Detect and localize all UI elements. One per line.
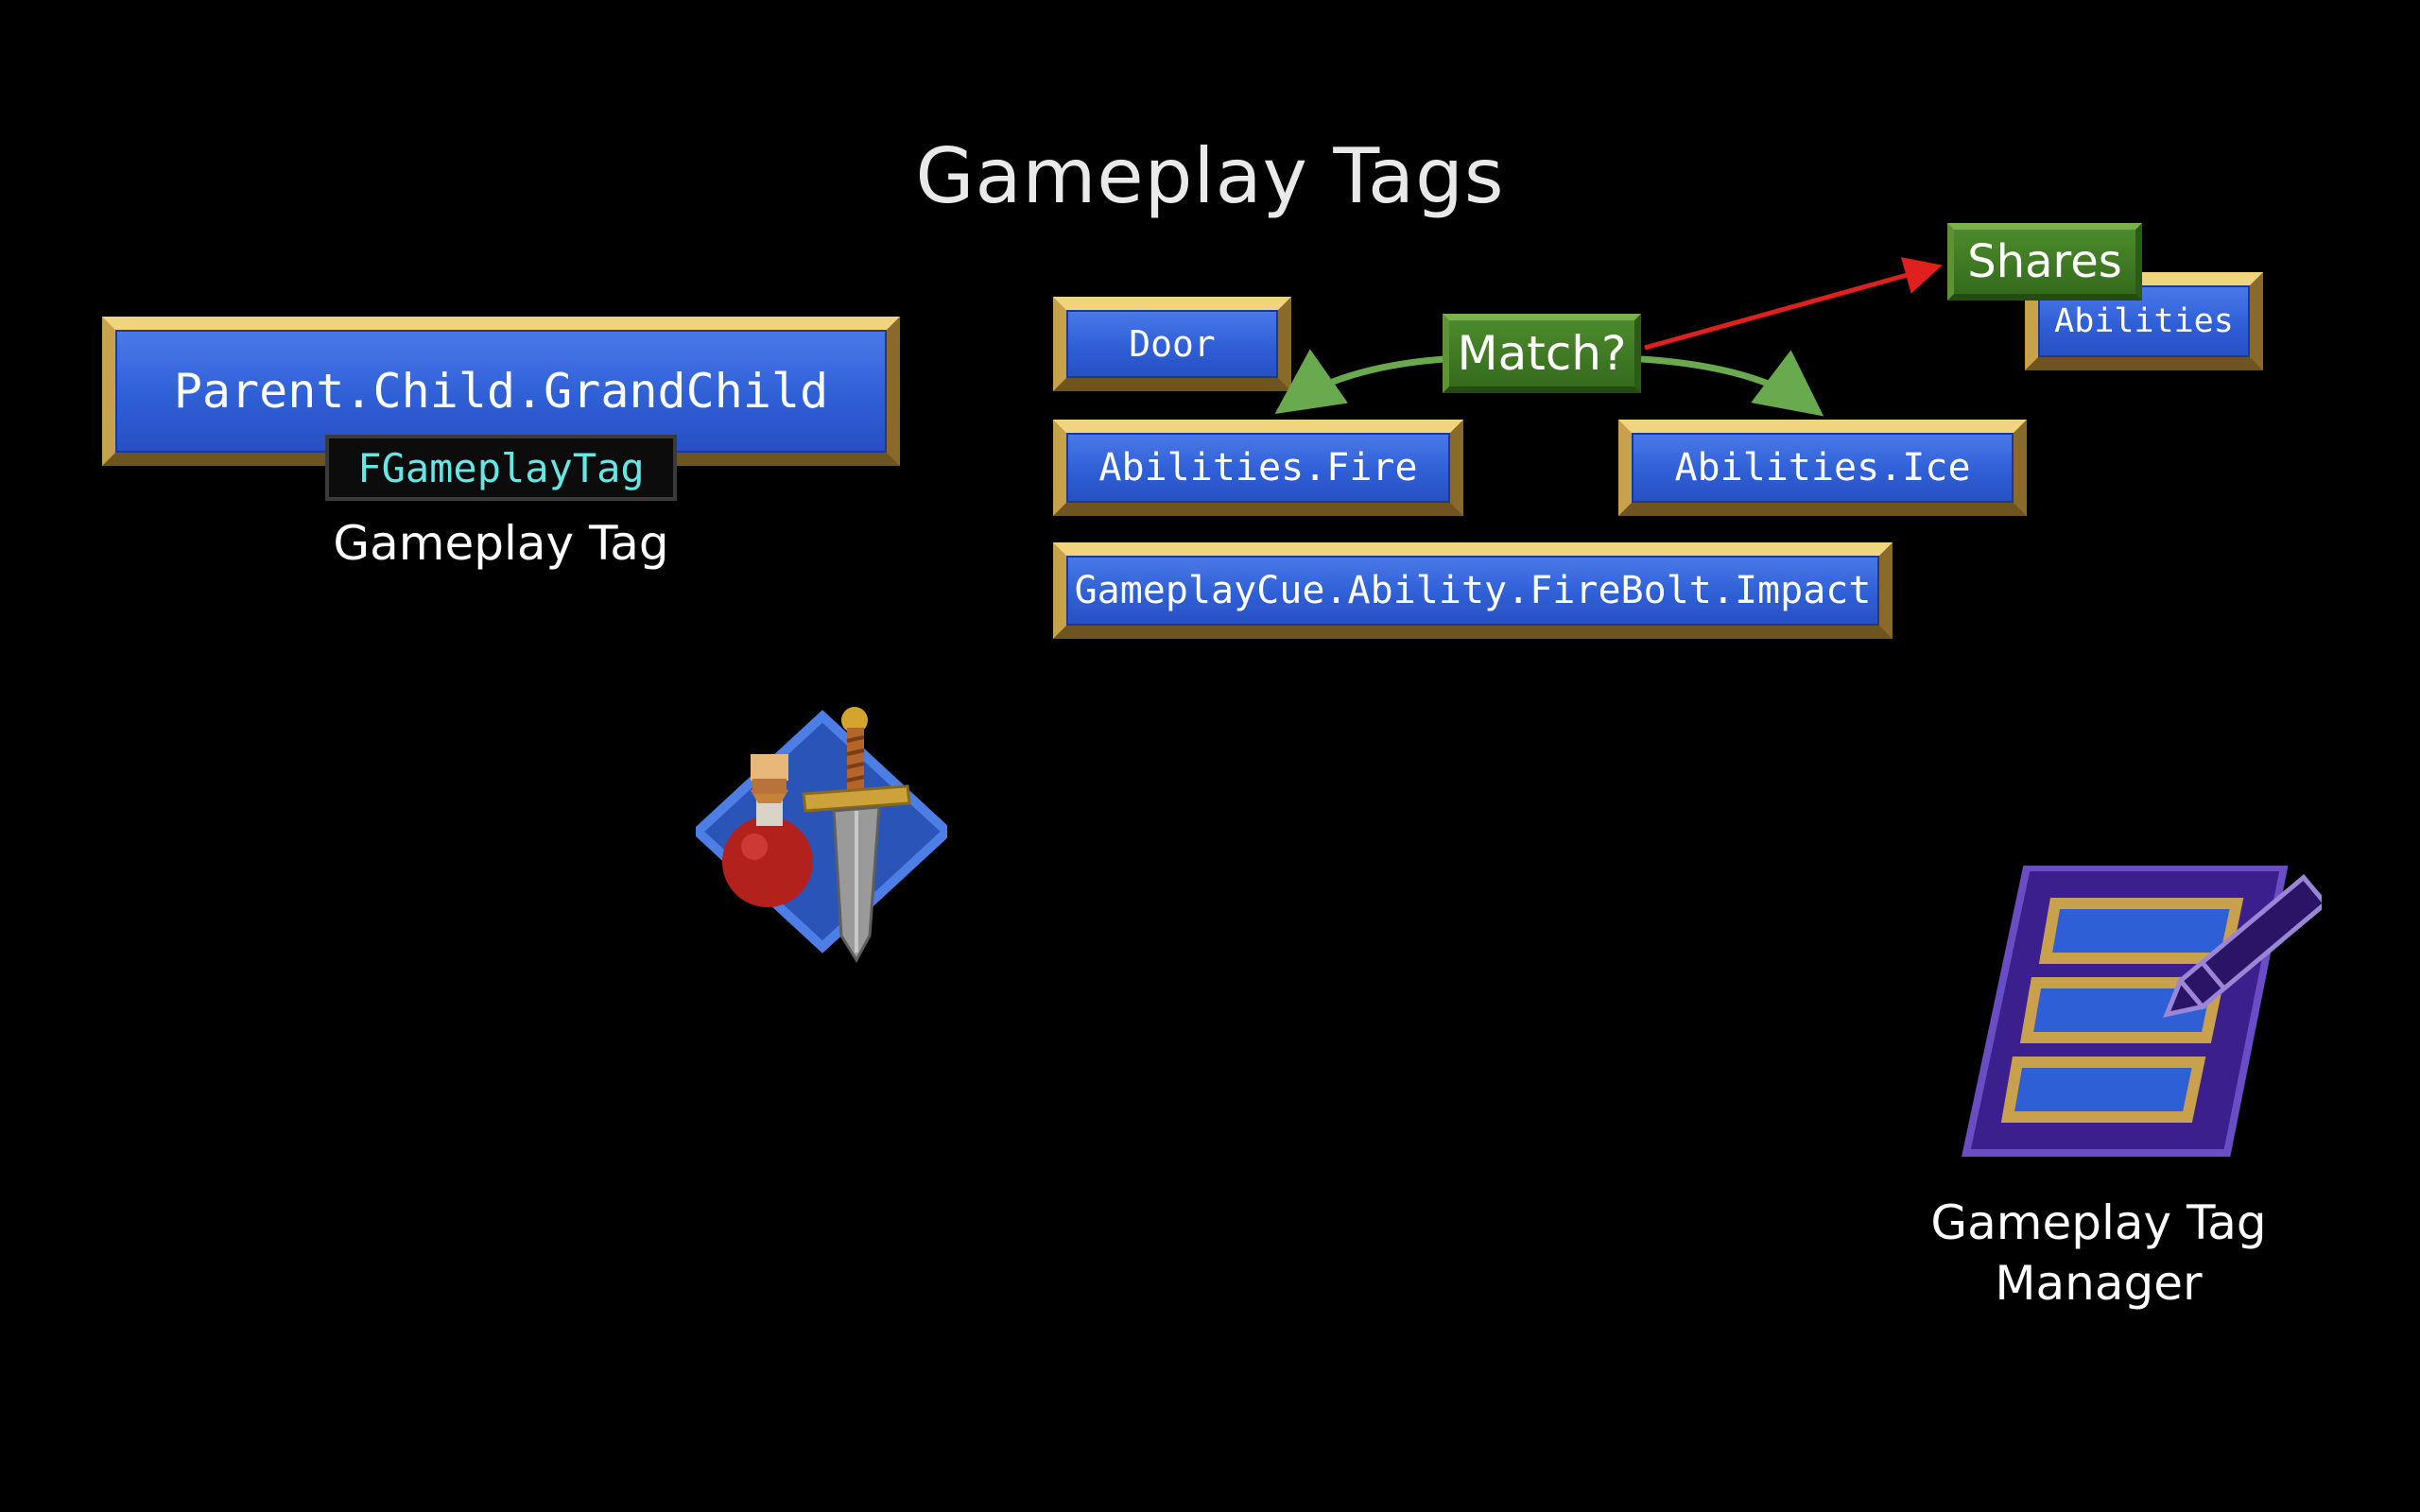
tag-example-text: Parent.Child.GrandChild (173, 364, 829, 419)
match-arrow-to-fire (1274, 349, 1445, 415)
tag-abilities-fire-text: Abilities.Fire (1098, 446, 1418, 490)
shares-label-text: Shares (1967, 235, 2122, 288)
fgameplaytag-text: FGameplayTag (357, 444, 645, 491)
tag-manager-caption-line1: Gameplay Tag (1930, 1195, 2267, 1250)
match-label: Match? (1443, 314, 1641, 393)
tag-abilities-text: Abilities (2054, 302, 2234, 340)
tag-door: Door (1053, 297, 1291, 391)
tag-manager-caption-line2: Manager (1995, 1256, 2203, 1311)
match-label-text: Match? (1457, 326, 1627, 381)
tag-gameplaycue: GameplayCue.Ability.FireBolt.Impact (1053, 542, 1893, 639)
shares-label: Shares (1947, 223, 2142, 301)
tag-manager-caption: Gameplay Tag Manager (1891, 1193, 2307, 1314)
tag-abilities-ice-text: Abilities.Ice (1674, 446, 1971, 490)
slide-title: Gameplay Tags (915, 132, 1505, 220)
tag-example-box: Parent.Child.GrandChild (102, 317, 900, 466)
tag-manager-icon (1962, 866, 2322, 1157)
tag-abilities-ice: Abilities.Ice (1618, 420, 2027, 516)
potion-sword-icon (696, 707, 947, 964)
match-arrow-to-ice (1640, 350, 1824, 417)
tag-abilities-fire: Abilities.Fire (1053, 420, 1463, 516)
shares-arrow (1644, 257, 1943, 351)
tag-door-text: Door (1129, 323, 1216, 365)
fgameplaytag-label: FGameplayTag (325, 435, 677, 501)
gameplay-tag-caption: Gameplay Tag (333, 516, 669, 571)
tag-gameplaycue-text: GameplayCue.Ability.FireBolt.Impact (1074, 569, 1872, 612)
